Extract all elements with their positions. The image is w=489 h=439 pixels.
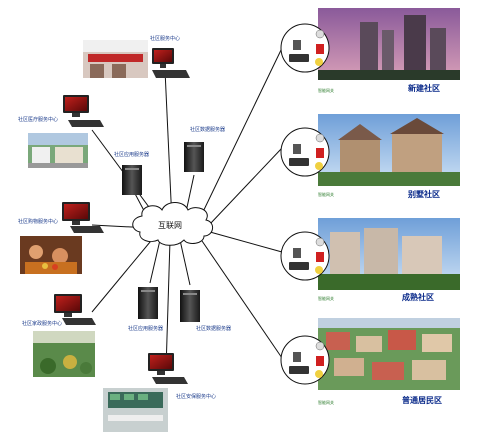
gateway-icon bbox=[289, 262, 309, 270]
light-icon bbox=[315, 162, 323, 170]
server-tower-icon bbox=[180, 290, 200, 322]
left-node-1 bbox=[83, 40, 190, 78]
camera-icon bbox=[315, 29, 325, 39]
keyboard-icon bbox=[152, 377, 188, 384]
server-4 bbox=[180, 290, 200, 322]
left-node-label-5: 社区安保服务中心 bbox=[176, 394, 217, 400]
keyboard-icon bbox=[70, 226, 104, 233]
server-1 bbox=[122, 165, 142, 195]
gateway-icon bbox=[289, 54, 309, 62]
gateway-label-4: 智能网关 bbox=[318, 400, 334, 405]
alarm-icon bbox=[316, 44, 324, 54]
community-name-2: 别墅社区 bbox=[408, 190, 440, 199]
gateway-label-1: 智能网关 bbox=[318, 88, 334, 93]
community-panel-1 bbox=[280, 8, 460, 80]
community-name-4: 普通居民区 bbox=[402, 396, 442, 405]
light-icon bbox=[315, 266, 323, 274]
gateway-icon bbox=[289, 158, 309, 166]
keyboard-icon bbox=[62, 318, 96, 325]
server-tower-icon bbox=[122, 165, 142, 195]
server-label-4: 社区数据服务器 bbox=[196, 326, 232, 332]
gateway-icon bbox=[289, 366, 309, 374]
gateway-label-3: 智能网关 bbox=[318, 296, 334, 301]
keyboard-icon bbox=[152, 70, 190, 78]
left-node-3 bbox=[20, 202, 104, 274]
left-node-2 bbox=[28, 95, 104, 168]
gateway-label-2: 智能网关 bbox=[318, 192, 334, 197]
light-icon bbox=[315, 58, 323, 66]
server-tower-icon bbox=[138, 287, 158, 319]
server-label-2: 社区数据服务器 bbox=[190, 127, 226, 133]
server-label-3: 社区应用服务器 bbox=[128, 326, 164, 332]
camera-icon bbox=[315, 237, 325, 247]
camera-icon bbox=[315, 341, 325, 351]
community-panel-4 bbox=[280, 318, 460, 390]
internet-cloud bbox=[132, 202, 213, 246]
keyboard-icon bbox=[68, 120, 104, 127]
server-3 bbox=[138, 287, 158, 319]
server-label-1: 社区应用服务器 bbox=[114, 152, 150, 158]
alarm-icon bbox=[316, 252, 324, 262]
server-tower-icon bbox=[184, 142, 204, 172]
left-node-label-2: 社区医疗服务中心 bbox=[18, 117, 59, 123]
left-node-5 bbox=[103, 353, 188, 432]
community-panel-2 bbox=[280, 114, 460, 186]
light-icon bbox=[315, 370, 323, 378]
community-name-3: 成熟社区 bbox=[402, 293, 434, 302]
camera-icon bbox=[315, 133, 325, 143]
left-node-4 bbox=[33, 294, 96, 377]
left-node-label-1: 社区服务中心 bbox=[150, 36, 181, 42]
server-2 bbox=[184, 142, 204, 172]
community-panel-3 bbox=[280, 218, 460, 290]
internet-label: 互联网 bbox=[158, 221, 182, 230]
alarm-icon bbox=[316, 148, 324, 158]
alarm-icon bbox=[316, 356, 324, 366]
left-node-label-3: 社区购物服务中心 bbox=[18, 219, 59, 225]
left-node-label-4: 社区家政服务中心 bbox=[22, 321, 63, 327]
community-name-1: 新建社区 bbox=[408, 84, 440, 93]
